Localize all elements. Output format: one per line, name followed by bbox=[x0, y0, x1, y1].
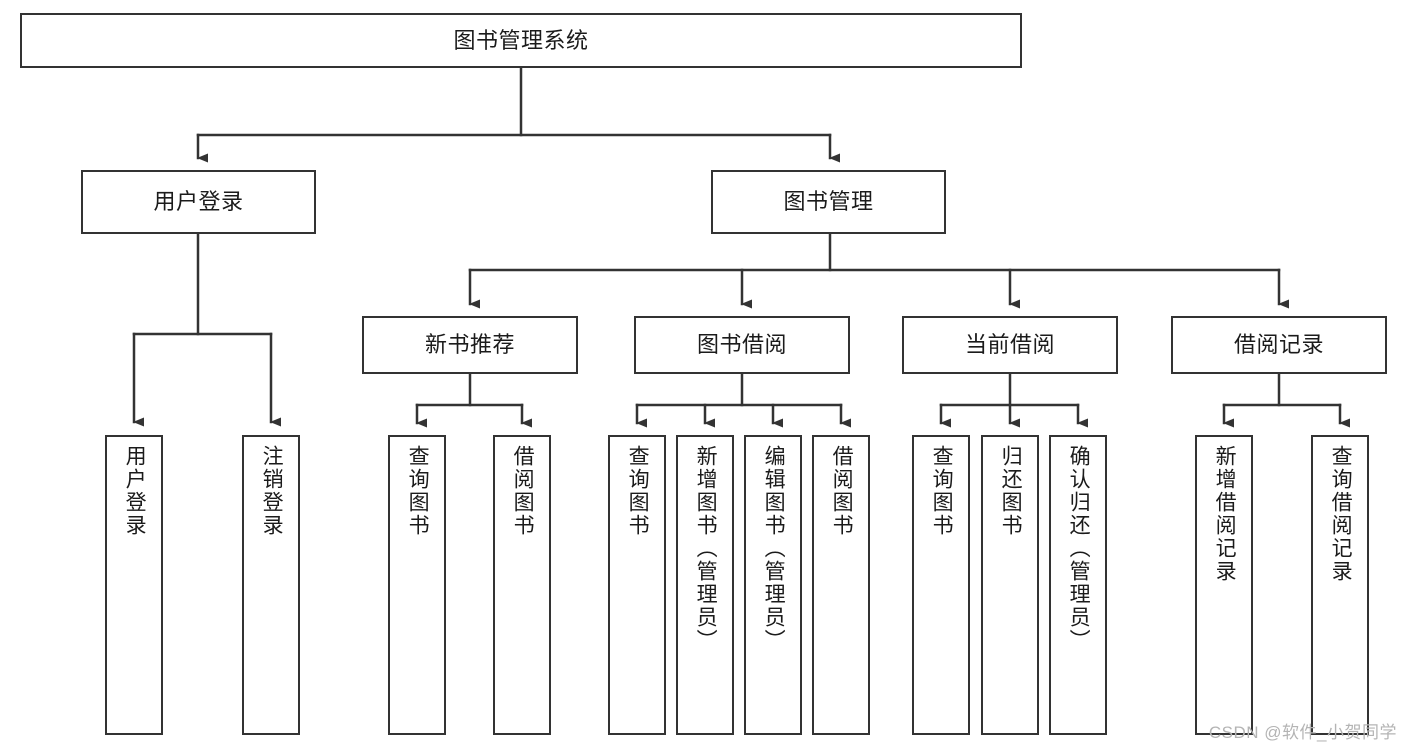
node-leaf-logout-login[interactable]: 注销登录 bbox=[242, 435, 300, 735]
node-leaf-query-book-recommend[interactable]: 查询图书 bbox=[388, 435, 446, 735]
node-label: 借阅图书 bbox=[830, 445, 854, 537]
node-label: 编辑图书（管理员） bbox=[762, 445, 786, 652]
node-label: 查询图书 bbox=[930, 445, 954, 537]
node-leaf-add-borrow-record[interactable]: 新增借阅记录 bbox=[1195, 435, 1253, 735]
node-leaf-borrow-book[interactable]: 借阅图书 bbox=[812, 435, 870, 735]
node-label: 归还图书 bbox=[999, 445, 1023, 537]
node-new-book-recommend[interactable]: 新书推荐 bbox=[362, 316, 578, 374]
node-leaf-add-book-admin[interactable]: 新增图书（管理员） bbox=[676, 435, 734, 735]
node-label: 当前借阅 bbox=[964, 332, 1055, 358]
node-label: 图书管理 bbox=[783, 189, 874, 215]
node-leaf-edit-book-admin[interactable]: 编辑图书（管理员） bbox=[744, 435, 802, 735]
node-label: 查询图书 bbox=[626, 445, 650, 537]
node-book-borrow[interactable]: 图书借阅 bbox=[634, 316, 850, 374]
node-leaf-borrow-book-recommend[interactable]: 借阅图书 bbox=[493, 435, 551, 735]
node-leaf-query-book-current[interactable]: 查询图书 bbox=[912, 435, 970, 735]
node-current-borrow[interactable]: 当前借阅 bbox=[902, 316, 1118, 374]
node-label: 确认归还（管理员） bbox=[1067, 445, 1091, 652]
node-leaf-confirm-return-admin[interactable]: 确认归还（管理员） bbox=[1049, 435, 1107, 735]
node-leaf-user-login[interactable]: 用户登录 bbox=[105, 435, 163, 735]
node-leaf-query-book-borrow[interactable]: 查询图书 bbox=[608, 435, 666, 735]
node-user-login[interactable]: 用户登录 bbox=[81, 170, 316, 234]
node-leaf-query-borrow-record[interactable]: 查询借阅记录 bbox=[1311, 435, 1369, 735]
node-book-management[interactable]: 图书管理 bbox=[711, 170, 946, 234]
node-label: 查询借阅记录 bbox=[1329, 445, 1353, 583]
node-label: 借阅图书 bbox=[511, 445, 535, 537]
node-label: 用户登录 bbox=[123, 445, 147, 537]
node-label: 图书管理系统 bbox=[453, 27, 589, 53]
node-label: 新增图书（管理员） bbox=[694, 445, 718, 652]
node-label: 新书推荐 bbox=[424, 332, 515, 358]
node-label: 图书借阅 bbox=[696, 332, 787, 358]
csdn-watermark: CSDN @软件_小贺同学 bbox=[1208, 723, 1397, 742]
node-leaf-return-book[interactable]: 归还图书 bbox=[981, 435, 1039, 735]
node-label: 查询图书 bbox=[406, 445, 430, 537]
node-label: 借阅记录 bbox=[1233, 332, 1324, 358]
node-root-book-management-system[interactable]: 图书管理系统 bbox=[20, 13, 1022, 68]
node-borrow-record[interactable]: 借阅记录 bbox=[1171, 316, 1387, 374]
node-label: 新增借阅记录 bbox=[1213, 445, 1237, 583]
node-label: 注销登录 bbox=[260, 445, 284, 537]
node-label: 用户登录 bbox=[153, 189, 244, 215]
